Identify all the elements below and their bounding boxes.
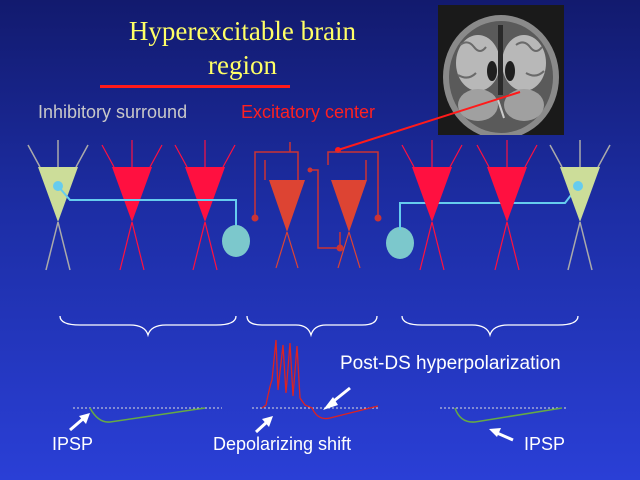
label-ipsp-left: IPSP bbox=[52, 434, 94, 454]
label-depolarizing-shift: Depolarizing shift bbox=[213, 434, 352, 454]
excitatory-neuron-3 bbox=[401, 140, 463, 271]
title-underline bbox=[100, 85, 290, 88]
center-circuit bbox=[251, 142, 382, 252]
brace-right bbox=[401, 315, 579, 338]
arrow-post-ds bbox=[323, 386, 351, 410]
interneuron-left bbox=[222, 225, 250, 257]
label-ipsp-right: IPSP bbox=[524, 434, 566, 454]
arrow-ipsp-left bbox=[69, 413, 90, 432]
label-post-ds-hyperpolarization: Post-DS hyperpolarization bbox=[340, 353, 561, 374]
ipsp-trace-left bbox=[89, 407, 206, 423]
brace-center bbox=[246, 315, 378, 338]
arrow-ipsp-right bbox=[489, 428, 514, 442]
interneuron-right bbox=[386, 227, 414, 259]
label-inhibitory-surround: Inhibitory surround bbox=[38, 102, 188, 122]
title-line-1: Hyperexcitable brain bbox=[128, 16, 357, 46]
label-excitatory-center: Excitatory center bbox=[241, 102, 376, 122]
inhibitory-axon-left bbox=[57, 185, 237, 230]
slide-title: Hyperexcitable brain region bbox=[100, 14, 385, 82]
center-neuron-left bbox=[269, 180, 305, 269]
mri-pointer-line bbox=[337, 91, 521, 151]
mri-brain-image bbox=[438, 5, 564, 135]
title-line-2: region bbox=[208, 50, 277, 80]
excitatory-neuron-2 bbox=[174, 140, 236, 271]
arrow-depolarizing-shift bbox=[254, 416, 273, 434]
excitatory-neuron-4 bbox=[476, 140, 538, 271]
brace-left bbox=[59, 315, 237, 338]
depolarizing-shift-trace bbox=[261, 339, 379, 420]
ipsp-trace-right bbox=[454, 407, 563, 423]
inhibitory-neuron-right bbox=[549, 140, 611, 271]
inhibitory-neuron-left bbox=[27, 140, 89, 271]
excitatory-neuron-1 bbox=[101, 140, 163, 271]
center-neuron-right bbox=[331, 180, 367, 269]
